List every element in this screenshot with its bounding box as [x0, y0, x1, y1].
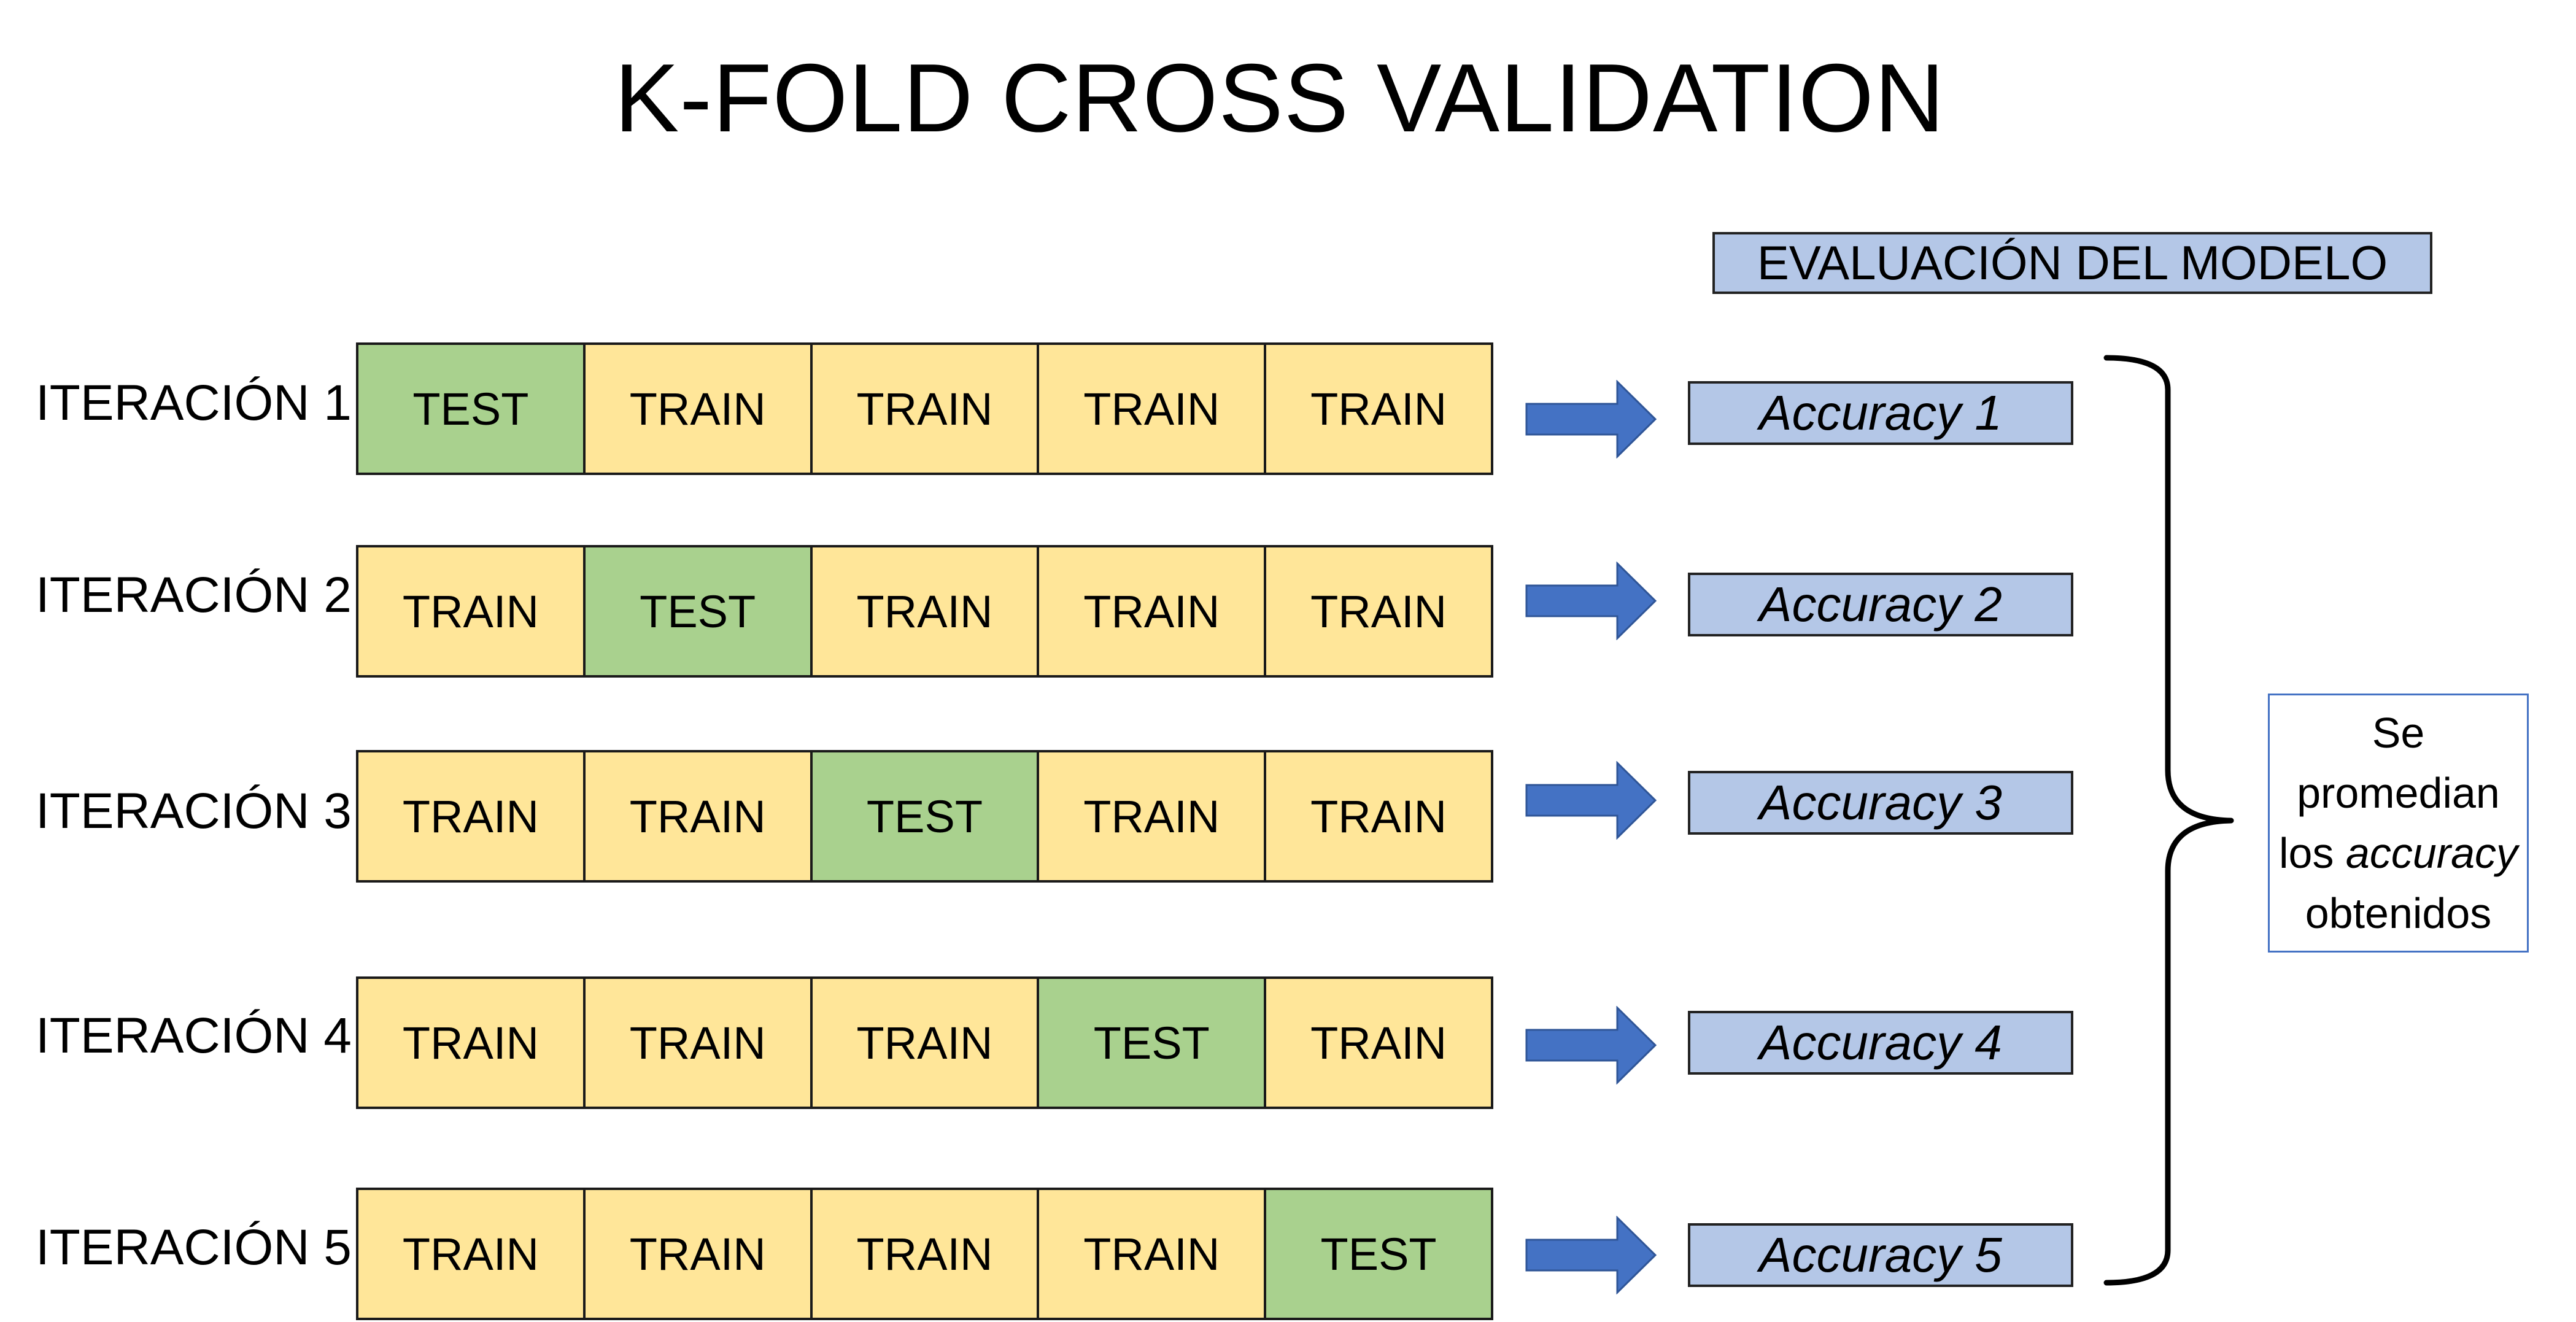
average-note-box: Se promedian los accuracy obtenidos — [2268, 694, 2529, 953]
fold-train: TRAIN — [1039, 752, 1267, 880]
average-note-line: promedian — [2297, 769, 2500, 817]
accuracy-box: Accuracy 2 — [1688, 573, 2073, 636]
fold-train: TRAIN — [358, 547, 586, 675]
curly-brace-icon — [2103, 355, 2234, 1286]
accuracy-box: Accuracy 4 — [1688, 1011, 2073, 1075]
fold-test: TEST — [358, 345, 586, 473]
right-arrow-icon — [1525, 562, 1657, 640]
fold-train: TRAIN — [812, 345, 1040, 473]
right-arrow-icon — [1525, 1006, 1657, 1084]
fold-row: TRAIN TEST TRAIN TRAIN TRAIN — [356, 545, 1493, 678]
fold-train: TRAIN — [812, 547, 1040, 675]
fold-train: TRAIN — [358, 752, 586, 880]
fold-row: TRAIN TRAIN TEST TRAIN TRAIN — [356, 750, 1493, 883]
iteration-label: ITERACIÓN 4 — [36, 1008, 352, 1064]
fold-test: TEST — [1039, 979, 1267, 1107]
iteration-label: ITERACIÓN 3 — [36, 783, 352, 839]
fold-train: TRAIN — [585, 345, 813, 473]
accuracy-box: Accuracy 3 — [1688, 771, 2073, 835]
fold-train: TRAIN — [1266, 979, 1491, 1107]
fold-train: TRAIN — [1039, 1190, 1267, 1318]
average-note-line: los accuracy — [2279, 823, 2518, 883]
fold-train: TRAIN — [585, 979, 813, 1107]
fold-train: TRAIN — [1039, 547, 1267, 675]
fold-train: TRAIN — [358, 979, 586, 1107]
average-note-italic: accuracy — [2345, 829, 2518, 877]
iteration-label: ITERACIÓN 2 — [36, 567, 352, 623]
average-note-line: Se — [2372, 709, 2425, 757]
accuracy-box: Accuracy 1 — [1688, 381, 2073, 445]
model-evaluation-header: EVALUACIÓN DEL MODELO — [1712, 232, 2432, 294]
fold-train: TRAIN — [358, 1190, 586, 1318]
fold-train: TRAIN — [812, 979, 1040, 1107]
fold-test: TEST — [585, 547, 813, 675]
accuracy-box: Accuracy 5 — [1688, 1223, 2073, 1287]
fold-test: TEST — [1266, 1190, 1491, 1318]
fold-train: TRAIN — [585, 752, 813, 880]
fold-row: TRAIN TRAIN TRAIN TEST TRAIN — [356, 976, 1493, 1109]
fold-train: TRAIN — [1039, 345, 1267, 473]
iteration-label: ITERACIÓN 5 — [36, 1220, 352, 1275]
iteration-label: ITERACIÓN 1 — [36, 375, 352, 431]
fold-row: TRAIN TRAIN TRAIN TRAIN TEST — [356, 1188, 1493, 1320]
average-note-text: los — [2278, 829, 2346, 877]
fold-train: TRAIN — [585, 1190, 813, 1318]
right-arrow-icon — [1525, 1216, 1657, 1294]
fold-train: TRAIN — [1266, 547, 1491, 675]
fold-test: TEST — [812, 752, 1040, 880]
fold-train: TRAIN — [812, 1190, 1040, 1318]
fold-train: TRAIN — [1266, 345, 1491, 473]
average-note-line: obtenidos — [2305, 889, 2492, 937]
fold-train: TRAIN — [1266, 752, 1491, 880]
right-arrow-icon — [1525, 761, 1657, 840]
page-title: K-FOLD CROSS VALIDATION — [614, 44, 1946, 152]
fold-row: TEST TRAIN TRAIN TRAIN TRAIN — [356, 342, 1493, 475]
right-arrow-icon — [1525, 380, 1657, 458]
